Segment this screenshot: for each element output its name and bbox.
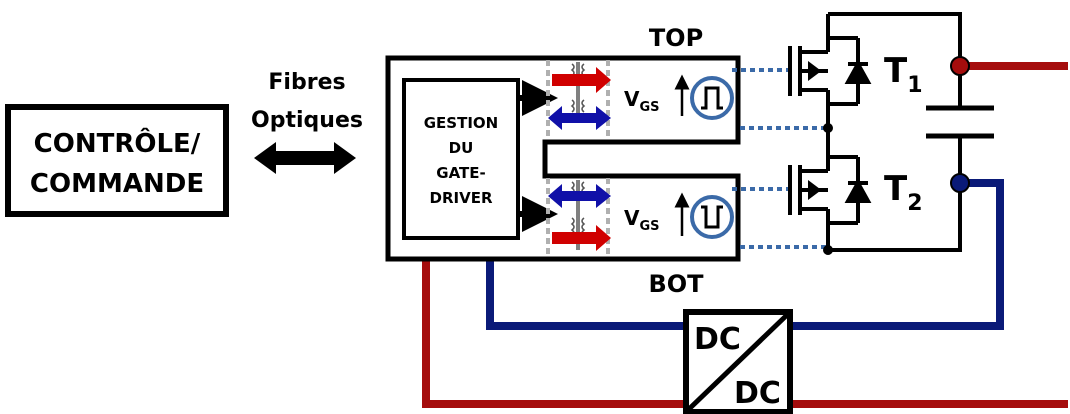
gate-driver-line2: DU [449, 139, 474, 157]
dcdc-input-label: DC [694, 322, 741, 357]
power-wires [422, 62, 1068, 408]
bot-blue-signal-arrow [548, 184, 611, 208]
bot-red-signal-arrow [552, 225, 611, 251]
top-red-signal-arrow [552, 67, 611, 93]
gate-driver-line1: GESTION [424, 114, 498, 132]
gate-driver-line4: DRIVER [430, 189, 493, 207]
fiber-double-arrow-icon [254, 142, 356, 174]
top-pulse-source-icon [690, 76, 734, 120]
gate-connections [732, 68, 828, 249]
blue-supply-wire [486, 179, 1004, 330]
gate-driver-block: GESTION DU GATE- DRIVER [402, 78, 520, 240]
t2-label: T2 [884, 169, 923, 216]
top-blue-signal-arrow [548, 106, 611, 130]
gate-driver-line3: GATE- [436, 164, 485, 182]
bot-vgs-label: VGS [624, 206, 660, 234]
transistor-t2 [788, 128, 872, 250]
bot-pulse-source-icon [690, 195, 734, 239]
transistor-t1 [788, 14, 872, 128]
top-bus-rail [828, 12, 962, 108]
positive-rail-node [950, 56, 970, 76]
top-vgs-source: VGS [624, 74, 734, 120]
negative-rail-node [950, 173, 970, 193]
control-label-line2: COMMANDE [30, 169, 204, 199]
midpoint-node [823, 123, 833, 133]
top-label: TOP [649, 24, 703, 52]
top-vgs-label: VGS [624, 87, 660, 115]
dcdc-output-label: DC [734, 376, 781, 411]
fibers-label-line1: Fibres [268, 70, 345, 95]
dcdc-converter: DC DC [683, 309, 793, 414]
fibers-label-line2: Optiques [251, 108, 363, 133]
control-label-line1: CONTRÔLE/ [34, 127, 201, 159]
t1-label: T1 [884, 51, 923, 98]
red-supply-wire [422, 238, 1068, 408]
control-block: CONTRÔLE/ COMMANDE [5, 104, 229, 217]
dc-link-capacitor-icon [926, 105, 994, 139]
bot-vgs-source: VGS [624, 192, 734, 239]
bot-label: BOT [648, 270, 704, 298]
